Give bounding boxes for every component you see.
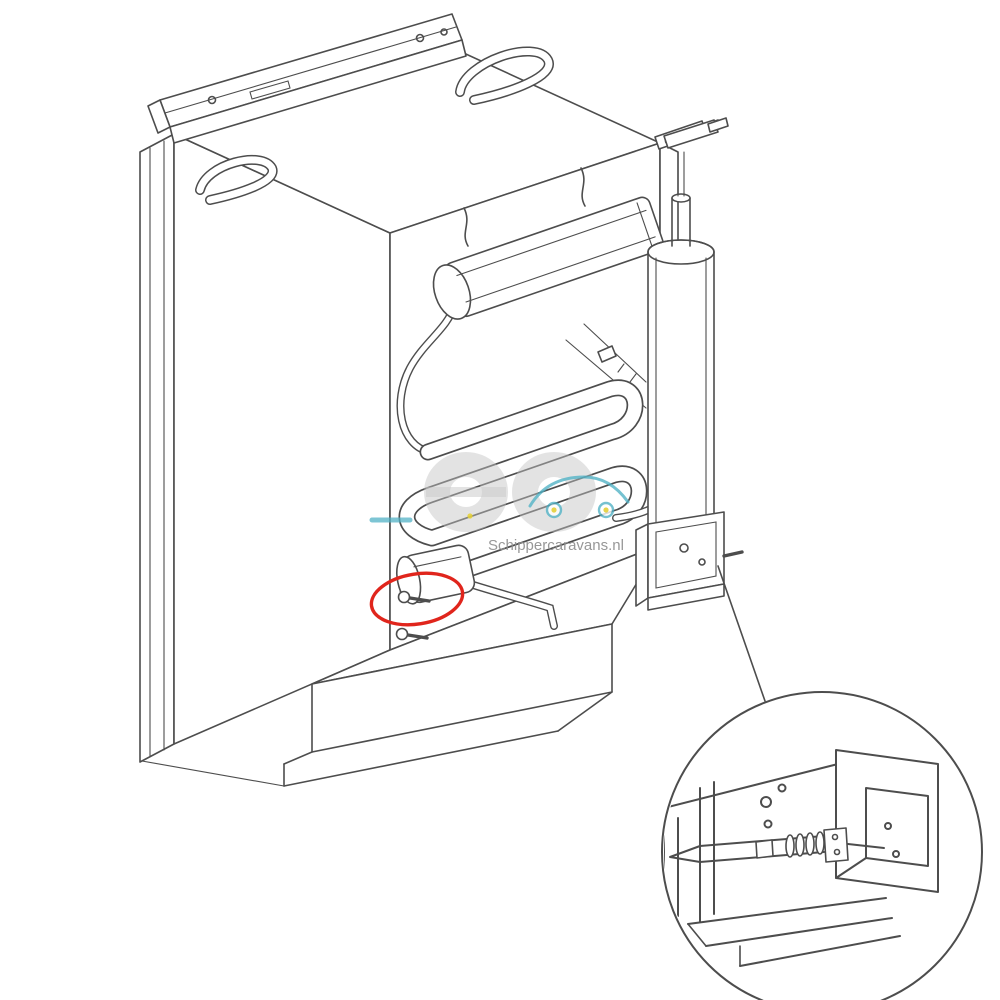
mounting-bolt-lower — [395, 627, 429, 641]
flue-top-bracket — [663, 119, 719, 149]
electrode-nut — [755, 839, 774, 859]
top-mounting-bracket — [147, 13, 467, 144]
lift-handle-right — [455, 46, 554, 105]
bracket-hole — [415, 33, 425, 43]
highlight-ellipse — [369, 571, 465, 627]
sensor-clip — [597, 345, 617, 363]
cabinet-side-face — [173, 133, 391, 745]
condenser-hook — [580, 167, 586, 207]
condenser-feed-pipe — [396, 302, 458, 456]
detail-callout — [661, 691, 983, 1000]
boiler-flue-cylinder — [647, 117, 729, 545]
bracket-hole — [207, 95, 217, 105]
watermark-glyph-2 — [512, 452, 596, 532]
condenser-hook — [463, 207, 469, 247]
detail-callout-content — [664, 749, 939, 967]
watermark-car-outline — [528, 475, 630, 508]
bracket-slot — [249, 80, 291, 100]
accumulator-pipe — [466, 580, 558, 630]
watermark-glyph-1 — [424, 452, 508, 532]
lift-handle-left — [195, 155, 278, 205]
watermark: Schippercaravans.nl — [369, 452, 630, 554]
left-wall-panel — [139, 133, 175, 763]
condenser — [432, 196, 664, 320]
bracket-hole — [440, 28, 448, 36]
mounting-bolt-upper — [397, 590, 431, 604]
watermark-text: Schippercaravans.nl — [488, 537, 624, 554]
callout-leader-line — [717, 565, 766, 702]
igniter-electrode-assembly — [669, 827, 849, 863]
burner-plate — [835, 749, 939, 893]
burner-bracket — [635, 511, 744, 611]
igniter-rod-stub — [722, 550, 744, 558]
